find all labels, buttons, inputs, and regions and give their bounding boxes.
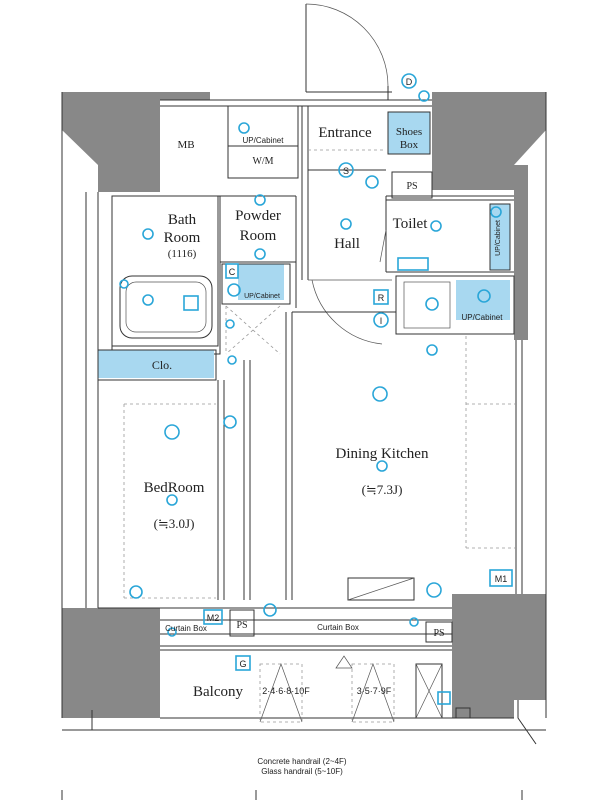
label-entrance: Entrance (318, 125, 372, 141)
structural-walls (62, 92, 546, 718)
label-handrail-2: Glass handrail (5~10F) (261, 767, 343, 776)
room-labels: MB Entrance Shoes Box PS UP/Cabinet W/M … (144, 125, 504, 776)
label-dining-area: (≒7.3J) (362, 482, 403, 497)
label-floors-a: 2·4·6·8·10F (262, 686, 310, 696)
marker-c: C (229, 267, 236, 277)
label-powder-1: Powder (235, 208, 281, 224)
ceiling-light-icon (426, 582, 442, 598)
ceiling-light-icon (166, 494, 178, 506)
label-bedroom-area: (≒3.0J) (154, 516, 195, 531)
ceiling-light-icon (254, 248, 266, 260)
ceiling-light-icon (238, 122, 250, 134)
ceiling-light-icon (430, 220, 442, 232)
ceiling-light-icon (167, 627, 177, 637)
marker-d: D (406, 77, 413, 87)
interior-walls (97, 105, 516, 601)
ceiling-light-icon (418, 90, 430, 102)
label-powder-2: Room (240, 228, 277, 244)
marker-i: I (380, 316, 383, 326)
ceiling-light-icon (227, 283, 241, 297)
ceiling-light-icon (425, 297, 439, 311)
ceiling-light-icon (372, 386, 388, 402)
marker-box-icon (437, 691, 451, 705)
fixture-icons (119, 90, 502, 705)
label-shoes: Shoes (396, 126, 422, 138)
label-toilet: Toilet (393, 216, 429, 232)
label-closet: Clo. (152, 358, 172, 372)
ceiling-light-icon (254, 194, 266, 206)
ceiling-light-icon (340, 218, 352, 230)
marker-m1: M1 (495, 574, 508, 584)
marker-m2: M2 (207, 613, 220, 623)
label-ps-top: PS (406, 181, 417, 192)
label-up-cabinet-kitchen: UP/Cabinet (462, 313, 504, 322)
ceiling-light-icon (477, 289, 491, 303)
label-mb: MB (177, 139, 194, 151)
label-bath-3: (1116) (168, 248, 197, 260)
label-curtain-box-right: Curtain Box (317, 623, 359, 632)
label-ps-bottom-left: PS (236, 620, 247, 631)
ceiling-light-icon (409, 617, 419, 627)
ceiling-light-icon (119, 279, 129, 289)
axis-ticks (61, 700, 537, 800)
ceiling-light-icon (142, 294, 154, 306)
marker-box-icon (397, 257, 429, 271)
ceiling-light-icon (164, 424, 180, 440)
ceiling-light-icon (426, 344, 438, 356)
label-wm: W/M (252, 156, 273, 167)
label-floors-b: 3·5·7·9F (357, 686, 392, 696)
ceiling-light-icon (227, 355, 237, 365)
ceiling-light-icon (376, 460, 388, 472)
label-box: Box (400, 139, 419, 151)
label-bath-1: Bath (168, 212, 197, 228)
label-up-cabinet-powder: UP/Cabinet (244, 293, 280, 300)
markers: D S C R I G M1 M2 (203, 73, 513, 671)
label-bedroom: BedRoom (144, 480, 205, 496)
ceiling-light-icon (365, 175, 379, 189)
label-up-cabinet-top: UP/Cabinet (243, 136, 285, 145)
marker-s: S (343, 166, 349, 176)
label-handrail-1: Concrete handrail (2~4F) (257, 757, 346, 766)
marker-r: R (378, 293, 385, 303)
ceiling-light-icon (490, 206, 502, 218)
label-up-cabinet-toilet: UP/Cabinet (495, 220, 502, 256)
label-balcony: Balcony (193, 684, 243, 700)
ceiling-light-icon (129, 585, 143, 599)
label-curtain-box-left: Curtain Box (165, 624, 207, 633)
marker-box-icon (183, 295, 199, 311)
ceiling-light-icon (223, 415, 237, 429)
entrance-door (305, 3, 392, 100)
ceiling-light-icon (142, 228, 154, 240)
label-hall: Hall (334, 236, 360, 252)
ceiling-light-icon (225, 319, 235, 329)
marker-g: G (239, 659, 246, 669)
label-dining: Dining Kitchen (336, 446, 429, 462)
ceiling-light-icon (263, 603, 277, 617)
label-ps-bottom-right: PS (433, 628, 444, 639)
label-bath-2: Room (164, 230, 201, 246)
